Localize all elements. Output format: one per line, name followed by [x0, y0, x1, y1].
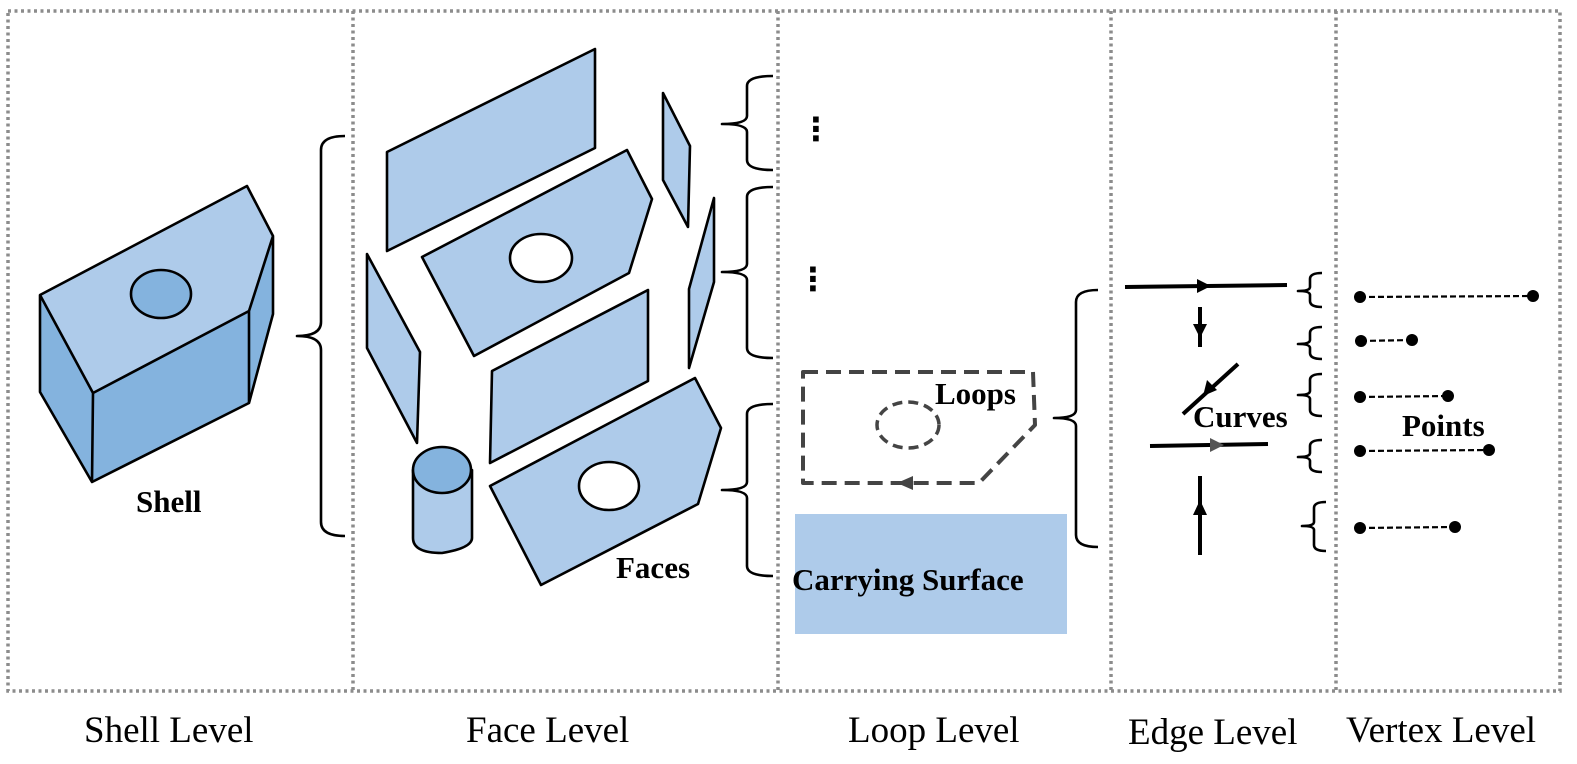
edge-vertical-upper — [1193, 307, 1207, 347]
shell-panel: Shell Shell Level — [38, 134, 346, 751]
faces-label: Faces — [616, 550, 690, 585]
edge-brace-2 — [1296, 325, 1323, 361]
loops-label: Loops — [935, 376, 1016, 411]
shell-hole — [129, 268, 193, 320]
edge-brace-4 — [1296, 438, 1323, 474]
ellipsis-top: ⋮ — [800, 110, 832, 148]
outer-loop-arrow — [897, 476, 913, 490]
loop-level-caption: Loop Level — [848, 710, 1020, 751]
loop-brace — [1052, 288, 1099, 549]
shell-label: Shell — [136, 484, 202, 519]
face-front — [488, 288, 650, 465]
face-top — [385, 47, 597, 253]
vertex-pair-2 — [1355, 334, 1418, 347]
shell-solid — [38, 184, 275, 484]
face-upper-hole — [508, 232, 574, 284]
curves-label: Curves — [1193, 399, 1288, 434]
panel-borders — [6, 9, 1562, 693]
face-right-narrow — [661, 91, 692, 229]
vertex-pair-1 — [1354, 290, 1539, 303]
edge-top — [1124, 279, 1288, 293]
vertex-panel: Points Vertex Level — [1346, 290, 1539, 751]
face-panel: Faces Face Level — [365, 47, 774, 751]
loop-panel: ⋮ ⋮ Loops Carrying Surface Loop Level — [792, 110, 1099, 751]
edge-brace-5 — [1300, 500, 1327, 553]
edge-panel: Curves Edge Level — [1124, 271, 1327, 753]
carrying-surface-label: Carrying Surface — [792, 562, 1024, 597]
outer-loop — [801, 370, 1037, 485]
vertex-pair-4 — [1354, 444, 1495, 457]
face-level-caption: Face Level — [466, 710, 629, 751]
edge-level-caption: Edge Level — [1128, 712, 1298, 753]
edge-diagonal — [1181, 362, 1240, 416]
edge-vertical-lower — [1193, 476, 1207, 555]
face-cylinder — [411, 445, 474, 555]
edge-middle — [1149, 438, 1269, 452]
carrying-surface — [795, 514, 1067, 634]
points-label: Points — [1402, 408, 1485, 443]
shell-brace — [295, 134, 346, 538]
vertex-pair-5 — [1354, 521, 1461, 534]
edge-brace-3 — [1296, 372, 1323, 418]
face-brace-1 — [720, 74, 774, 172]
face-brace-3 — [720, 402, 774, 578]
face-bottom-hole — [577, 460, 641, 512]
shell-level-caption: Shell Level — [84, 710, 254, 751]
ellipsis-middle: ⋮ — [797, 260, 829, 298]
face-right-strip — [687, 196, 716, 370]
vertex-level-caption: Vertex Level — [1346, 710, 1536, 751]
inner-loop — [875, 400, 941, 450]
face-brace-2 — [720, 185, 774, 360]
face-left-side — [365, 252, 422, 445]
vertex-pair-3 — [1354, 390, 1454, 403]
edge-brace-1 — [1296, 271, 1323, 309]
